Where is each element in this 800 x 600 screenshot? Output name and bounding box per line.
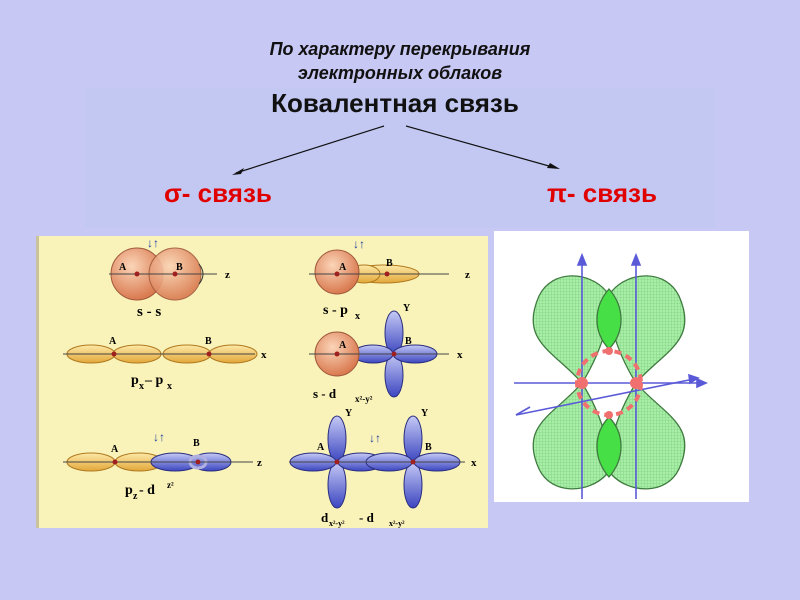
svg-text:z: z: [465, 269, 470, 281]
svg-text:– p: – p: [144, 373, 164, 388]
svg-text:A: A: [339, 262, 347, 273]
svg-text:A: A: [109, 336, 117, 347]
caption-dx2y2-dx2y2: d: [321, 510, 329, 525]
svg-text:x: x: [355, 311, 360, 322]
caption-s-s: s - s: [137, 304, 161, 320]
svg-text:- d: - d: [359, 510, 375, 525]
svg-text:- d: - d: [139, 483, 155, 498]
svg-text:Y: Y: [345, 408, 353, 419]
axis-z-label: z: [225, 269, 230, 281]
svg-text:↓↑: ↓↑: [353, 237, 365, 251]
s-px-overlap: A B z ↓↑ s - p x: [309, 237, 470, 322]
svg-text:Y: Y: [421, 408, 429, 419]
svg-text:x: x: [471, 457, 477, 469]
svg-text:x²-y²: x²-y²: [329, 519, 345, 528]
caption-pz-dz2: p: [125, 483, 133, 498]
s-dx2y2-overlap: A B Y x s - d x²-y²: [309, 303, 463, 404]
axis-y-label: Y: [403, 303, 411, 314]
atom-a-label: A: [119, 262, 127, 273]
svg-text:z²: z²: [167, 480, 174, 490]
s-s-overlap: A B z ↓↑ s - s: [109, 236, 230, 320]
svg-text:z: z: [133, 491, 138, 502]
heading-line-1: По характеру перекрывания: [269, 39, 531, 59]
sigma-bond-label: σ- связь: [164, 178, 272, 208]
caption-px-px: p: [131, 373, 139, 388]
svg-text:B: B: [386, 258, 393, 269]
caption-s-px: s - p: [323, 303, 348, 318]
svg-text:x: x: [167, 381, 172, 392]
pi-nodal-ring: [575, 347, 643, 419]
svg-text:B: B: [205, 336, 212, 347]
caption-s-dx2y2: s - d: [313, 386, 337, 401]
svg-text:A: A: [317, 442, 325, 453]
svg-text:x²-y²: x²-y²: [389, 519, 405, 528]
page-title: Ковалентная связь: [271, 88, 519, 118]
px-px-overlap: A B x p x – p x: [63, 336, 267, 392]
title-band: [85, 88, 715, 228]
svg-text:B: B: [405, 336, 412, 347]
svg-text:A: A: [111, 444, 119, 455]
svg-text:B: B: [425, 442, 432, 453]
svg-text:x: x: [139, 381, 144, 392]
svg-text:x²-y²: x²-y²: [355, 394, 373, 404]
atom-b-label: B: [176, 262, 183, 273]
dx2y2-dx2y2-overlap: A B Y Y ↓↑ x d x²-y² - d x²-y²: [289, 408, 477, 528]
axis-x-label: x: [261, 349, 267, 361]
svg-text:↓↑: ↓↑: [147, 236, 159, 250]
pi-bond-label: π- связь: [547, 178, 657, 208]
svg-text:x: x: [457, 349, 463, 361]
svg-text:A: A: [339, 340, 347, 351]
pi-overlap-diagram: [494, 231, 749, 502]
sigma-overlap-diagram: A B z ↓↑ s - s A B z ↓↑ s - p x A B x p …: [36, 236, 488, 528]
svg-text:B: B: [193, 438, 200, 449]
svg-text:↓↑: ↓↑: [369, 431, 381, 445]
svg-text:z: z: [257, 457, 262, 469]
svg-text:↓↑: ↓↑: [153, 430, 165, 444]
pz-dz2-overlap: A B ↓↑ z p z - d z²: [63, 430, 262, 502]
heading-line-2: электронных облаков: [297, 63, 503, 83]
